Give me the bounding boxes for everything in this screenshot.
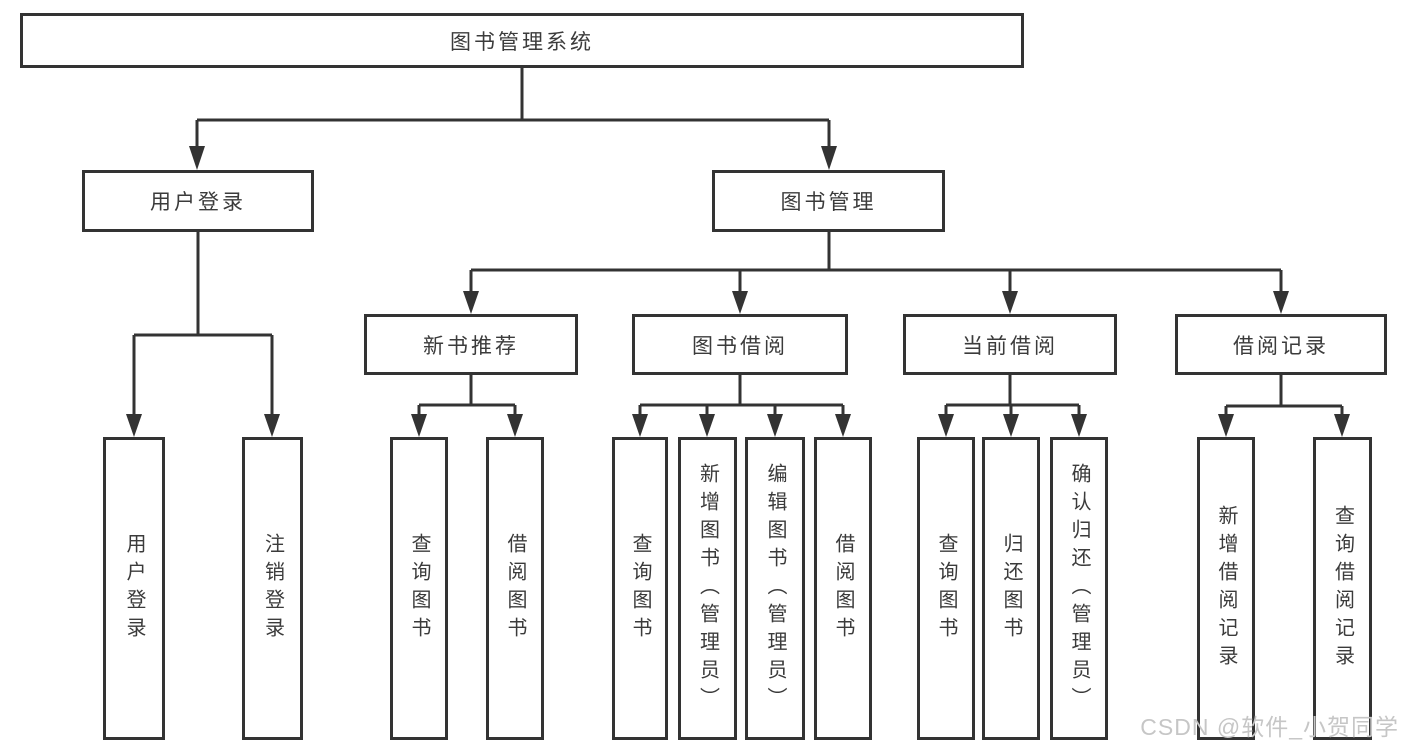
leaf-query-books-recommend: 查询图书 [390, 437, 448, 740]
node-book-management-label: 图书管理 [780, 191, 877, 214]
leaf-user-login: 用户登录 [103, 437, 165, 740]
leaf-return-books: 归还图书 [982, 437, 1040, 740]
node-book-borrow-label: 图书借阅 [692, 334, 788, 358]
node-book-borrow: 图书借阅 [632, 314, 848, 375]
leaf-query-books-borrow: 查询图书 [612, 437, 668, 740]
leaf-add-borrow-record-label: 新增借阅记录 [1215, 504, 1237, 673]
node-new-book-recommend: 新书推荐 [364, 314, 578, 375]
leaf-borrow-books-recommend-label: 借阅图书 [504, 532, 526, 645]
leaf-confirm-return-admin: 确认归还（管理员） [1050, 437, 1108, 740]
leaf-query-books-current: 查询图书 [917, 437, 975, 740]
leaf-query-borrow-record-label: 查询借阅记录 [1331, 504, 1354, 673]
leaf-borrow-books-borrow-label: 借阅图书 [832, 532, 854, 645]
leaf-logout: 注销登录 [242, 437, 303, 740]
leaf-query-borrow-record: 查询借阅记录 [1313, 437, 1372, 740]
leaf-query-books-recommend-label: 查询图书 [408, 532, 430, 645]
node-current-borrow: 当前借阅 [903, 314, 1117, 375]
leaf-add-books-admin-label: 新增图书（管理员） [696, 462, 719, 715]
leaf-borrow-books-recommend: 借阅图书 [486, 437, 544, 740]
leaf-edit-books-admin-label: 编辑图书（管理员） [764, 462, 786, 715]
node-borrow-records-label: 借阅记录 [1233, 334, 1329, 358]
node-root-label: 图书管理系统 [450, 30, 594, 54]
leaf-add-borrow-record: 新增借阅记录 [1197, 437, 1255, 740]
leaf-add-books-admin: 新增图书（管理员） [678, 437, 737, 740]
leaf-borrow-books-borrow: 借阅图书 [814, 437, 872, 740]
node-book-management: 图书管理 [712, 170, 945, 232]
leaf-return-books-label: 归还图书 [1000, 532, 1022, 645]
leaf-confirm-return-admin-label: 确认归还（管理员） [1068, 462, 1090, 715]
leaf-edit-books-admin: 编辑图书（管理员） [745, 437, 805, 740]
node-root: 图书管理系统 [20, 13, 1024, 68]
node-current-borrow-label: 当前借阅 [962, 334, 1058, 358]
node-user-login: 用户登录 [82, 170, 314, 232]
leaf-logout-label: 注销登录 [261, 532, 284, 645]
csdn-watermark: CSDN @软件_小贺同学 [1140, 714, 1399, 740]
node-borrow-records: 借阅记录 [1175, 314, 1387, 375]
leaf-user-login-label: 用户登录 [123, 532, 145, 645]
leaf-query-books-borrow-label: 查询图书 [629, 532, 651, 645]
node-new-book-recommend-label: 新书推荐 [423, 334, 519, 358]
node-user-login-label: 用户登录 [150, 191, 246, 214]
leaf-query-books-current-label: 查询图书 [935, 532, 957, 645]
